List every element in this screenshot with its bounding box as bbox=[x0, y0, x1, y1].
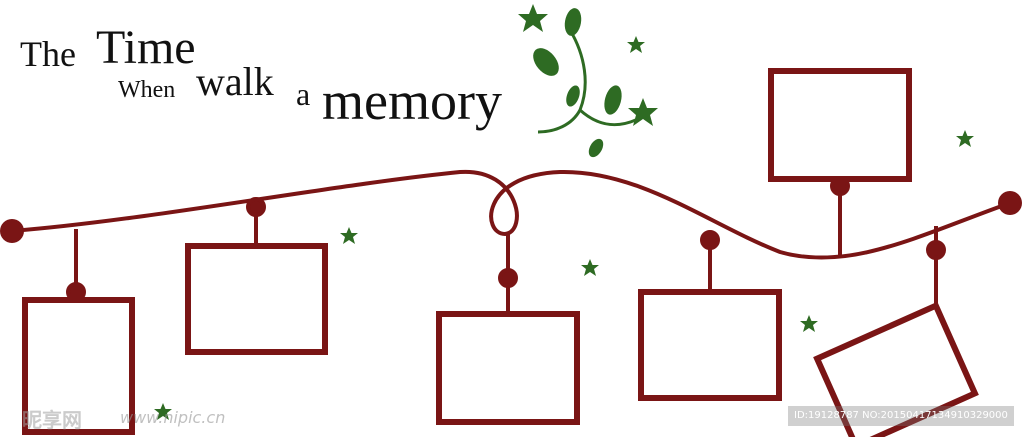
photo-frame bbox=[185, 243, 328, 355]
watermark-url: www.nipic.cn bbox=[120, 408, 226, 427]
title-word-memory: memory bbox=[322, 71, 502, 131]
title-word-time: Time bbox=[96, 21, 196, 74]
photo-frame bbox=[436, 311, 580, 425]
photo-frame bbox=[22, 297, 135, 435]
watermark-logo: 昵享网 bbox=[22, 408, 82, 432]
rope-end-knobs bbox=[0, 191, 1022, 243]
frame-strings bbox=[66, 176, 946, 314]
title-word-walk: walk bbox=[196, 59, 274, 104]
photo-frames bbox=[22, 68, 979, 441]
vine-decoration bbox=[518, 4, 658, 158]
watermark-id-bar: ID:19128787 NO:20150417134910329000 bbox=[788, 406, 1014, 426]
title-word-the: The bbox=[20, 34, 76, 74]
photo-frame bbox=[813, 301, 979, 441]
photo-frame bbox=[638, 289, 782, 401]
title-word-when: When bbox=[118, 77, 176, 103]
hanging-rope bbox=[10, 169, 1012, 260]
photo-frame bbox=[768, 68, 912, 182]
title-word-a: a bbox=[296, 76, 311, 112]
sparkles bbox=[154, 36, 974, 420]
